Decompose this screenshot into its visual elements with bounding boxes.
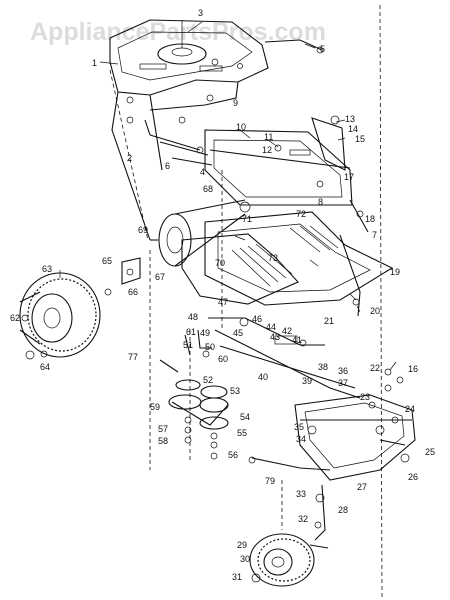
callout-44: 44 [266,322,276,332]
callout-21: 21 [324,316,334,326]
callout-20: 20 [370,306,380,316]
callout-38: 38 [318,362,328,372]
callout-12: 12 [262,145,272,155]
callout-3: 3 [198,8,203,18]
callout-59: 59 [150,402,160,412]
callout-62: 62 [10,313,20,323]
callout-52: 52 [203,375,213,385]
callout-25: 25 [425,447,435,457]
watermark-text: AppliancePartsPros.com [30,18,326,46]
callout-71: 71 [242,214,252,224]
callout-55: 55 [237,428,247,438]
callout-54: 54 [240,412,250,422]
callout-10: 10 [236,122,246,132]
callout-2: 2 [127,153,132,163]
callout-29: 29 [237,540,247,550]
callout-17: 17 [344,172,354,182]
callout-7: 7 [372,230,377,240]
callout-65: 65 [102,256,112,266]
callout-79: 79 [265,476,275,486]
callout-27: 27 [357,482,367,492]
linkage-drawing [159,317,361,399]
callout-70: 70 [215,258,225,268]
callout-32: 32 [298,514,308,524]
callout-77: 77 [128,352,138,362]
callout-53: 53 [230,386,240,396]
callout-49: 49 [200,328,210,338]
callout-68: 68 [203,184,213,194]
callout-64: 64 [40,362,50,372]
callout-39: 39 [302,376,312,386]
seat-frame-drawing [109,19,324,241]
callout-35: 35 [294,422,304,432]
callout-47: 47 [218,297,228,307]
callout-28: 28 [338,505,348,515]
callout-60: 60 [218,354,228,364]
callout-26: 26 [408,472,418,482]
callout-33: 33 [296,489,306,499]
front-axle-drawing [248,368,416,549]
callout-61: 61 [186,327,196,337]
callout-14: 14 [348,124,358,134]
callout-42: 42 [282,326,292,336]
callout-11: 11 [264,132,273,142]
callout-69: 69 [138,225,148,235]
callout-18: 18 [365,214,375,224]
callout-15: 15 [355,134,365,144]
left-wheel-drawing [19,272,101,360]
callout-9: 9 [233,98,238,108]
callout-23: 23 [360,392,370,402]
callout-43: 43 [270,332,280,342]
callout-34: 34 [296,434,306,444]
front-wheel-drawing [249,533,315,587]
callout-72: 72 [296,209,306,219]
callout-24: 24 [405,404,415,414]
callout-16: 16 [408,364,418,374]
callout-4: 4 [200,167,205,177]
callout-56: 56 [228,450,238,460]
transmission-pulley-drawing [104,199,251,296]
callout-63: 63 [42,264,52,274]
alignment-dashed-lines [109,4,383,600]
callout-67: 67 [155,272,165,282]
callout-66: 66 [128,287,138,297]
callout-22: 22 [370,363,380,373]
callout-37: 37 [338,378,348,388]
callout-30: 30 [240,554,250,564]
callout-46: 46 [252,314,262,324]
callout-36: 36 [338,366,348,376]
callout-5: 5 [320,44,325,54]
callout-57: 57 [158,424,168,434]
callout-40: 40 [258,372,268,382]
callout-6: 6 [165,161,170,171]
callout-31: 31 [232,572,242,582]
callout-13: 13 [345,114,355,124]
callout-8: 8 [318,197,323,207]
callout-labels: 1 2 3 4 5 6 7 8 9 10 11 12 13 14 15 16 1… [10,8,435,582]
leader-lines [59,21,397,371]
callout-19: 19 [390,267,400,277]
callout-41: 41 [292,335,302,345]
callout-48: 48 [188,312,198,322]
callout-1: 1 [92,58,97,68]
callout-50: 50 [205,342,215,352]
chassis-drawing [181,115,394,317]
callout-51: 51 [183,340,193,350]
lower-pulley-drawing [168,379,229,460]
callout-58: 58 [158,436,168,446]
callout-45: 45 [233,328,243,338]
rod-assembly-drawing [126,116,213,166]
callout-73: 73 [268,253,278,263]
